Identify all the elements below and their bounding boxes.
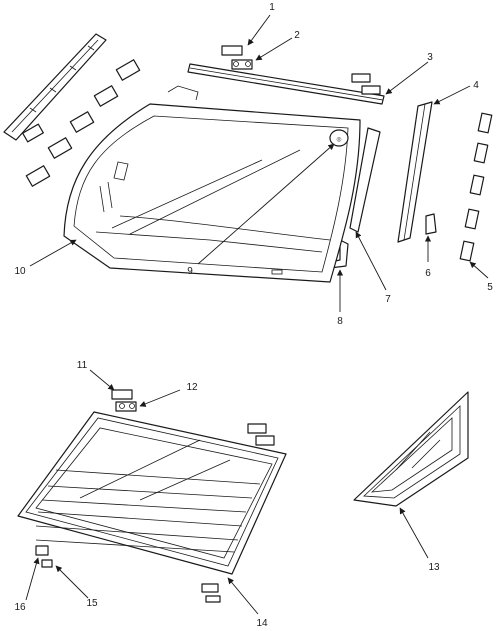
- callout-labels: 1 2 3 4 5 6 7 8 9 10 11 12 13 14 15 16: [14, 2, 493, 629]
- part-15-clip: [41, 559, 53, 568]
- leader-lines: [25, 14, 489, 615]
- callout-12: 12: [186, 382, 198, 393]
- callout-2: 2: [294, 30, 300, 41]
- callout-3: 3: [427, 52, 433, 63]
- callout-10: 10: [14, 266, 26, 277]
- callout-5: 5: [487, 282, 493, 293]
- callout-1: 1: [269, 2, 275, 13]
- callout-6: 6: [425, 268, 431, 279]
- part-6-bracket: [425, 213, 437, 235]
- callout-7: 7: [385, 294, 391, 305]
- part-4-side-molding: [397, 101, 433, 243]
- callout-4: 4: [473, 80, 479, 91]
- part-1-clip: [221, 45, 243, 56]
- callout-14: 14: [256, 618, 268, 629]
- part-2-clip: [231, 59, 253, 70]
- left-pillar-molding: [3, 33, 107, 141]
- back-glass: [17, 411, 287, 575]
- part-16-clip: [35, 545, 49, 556]
- part-5-clips: [459, 112, 493, 262]
- callout-16: 16: [14, 602, 26, 613]
- part-12-clip: [115, 401, 137, 412]
- part-11-clip: [111, 389, 133, 400]
- callout-11: 11: [77, 360, 88, 371]
- part-3-upper-molding: [187, 63, 385, 105]
- back-glass-clips-right: [201, 423, 275, 603]
- callout-13: 13: [428, 562, 440, 573]
- part-9-badge: ◎: [329, 129, 349, 147]
- svg-text:◎: ◎: [336, 137, 341, 143]
- windshield-glass: [63, 85, 361, 283]
- callout-15: 15: [86, 598, 98, 609]
- callout-8: 8: [337, 316, 343, 327]
- callout-9: 9: [187, 266, 193, 277]
- molding-clips-left: [22, 59, 141, 187]
- quarter-glass: [353, 391, 469, 507]
